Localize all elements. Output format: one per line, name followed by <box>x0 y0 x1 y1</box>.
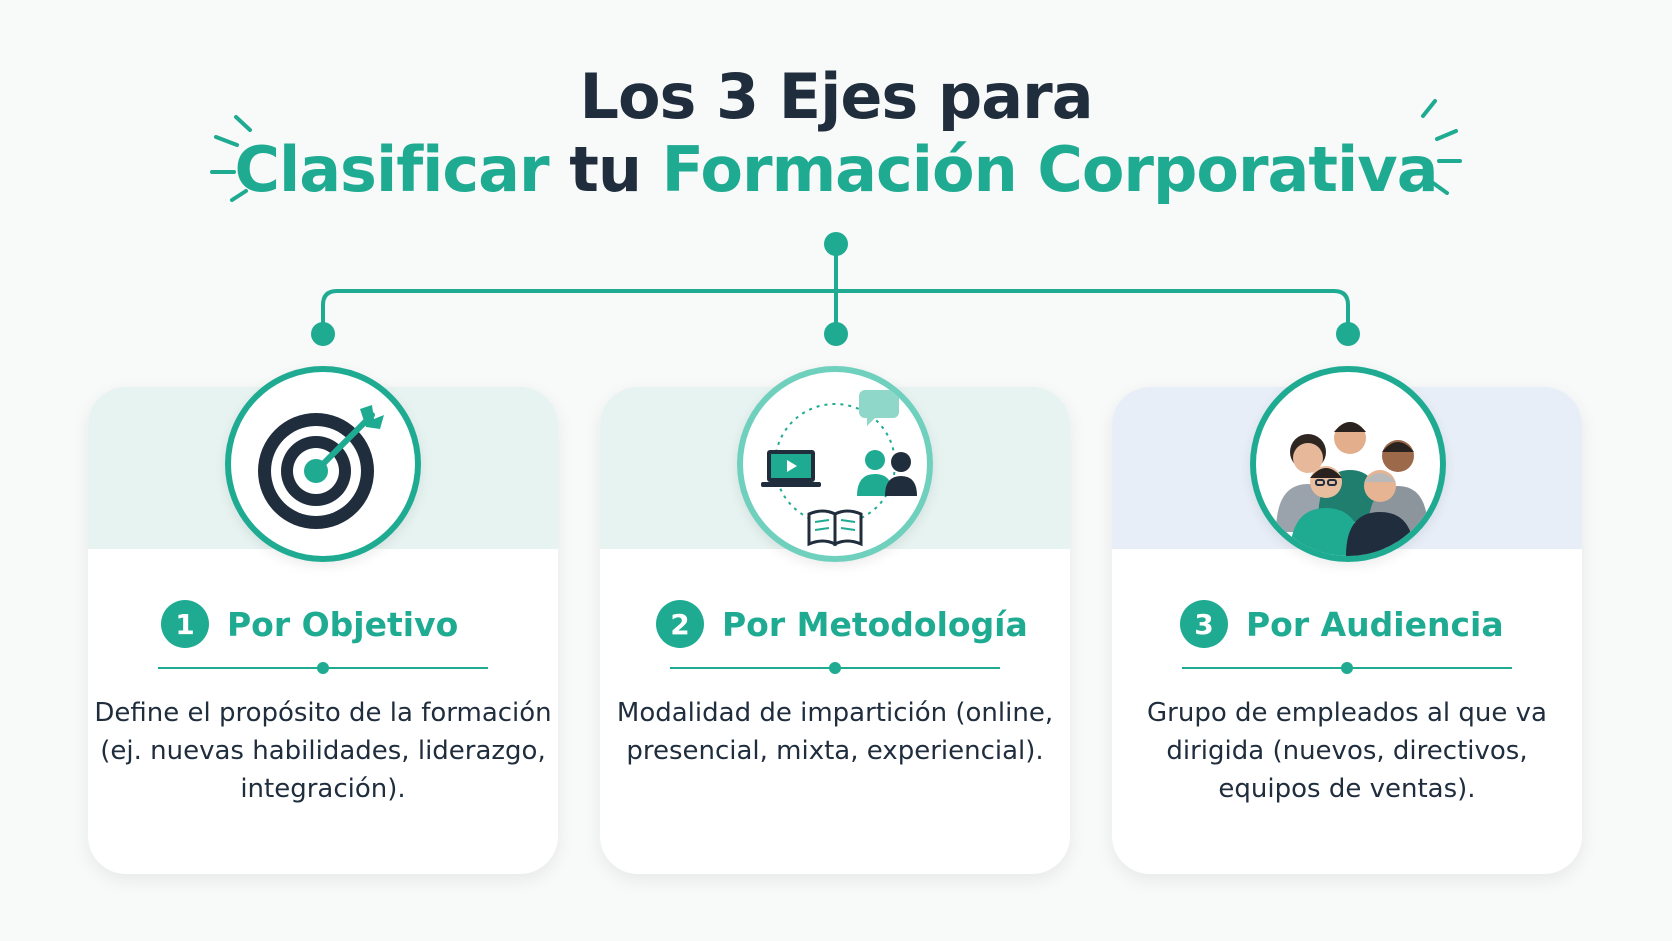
axis-title: Por Audiencia <box>1246 604 1504 644</box>
divider <box>1182 662 1512 674</box>
connector-node-top <box>824 232 848 256</box>
divider <box>158 662 488 674</box>
sparkle-left-icon <box>210 115 252 202</box>
axis-heading-audiencia: 3 Por Audiencia <box>1180 598 1504 650</box>
medal-metodologia <box>737 366 933 562</box>
connector-node-3 <box>1336 322 1360 346</box>
title-line-2: Clasificar tu Formación Corporativa <box>0 132 1672 208</box>
medal-audiencia <box>1250 366 1446 562</box>
medal-objetivo <box>225 366 421 562</box>
target-arrow-icon <box>258 405 384 529</box>
number-badge: 2 <box>656 600 704 648</box>
title-word-formacion: Formación Corporativa <box>661 133 1439 206</box>
axis-description: Define el propósito de la formación (ej.… <box>94 698 552 804</box>
axis-description: Grupo de empleados al que va dirigida (n… <box>1147 698 1547 804</box>
methodology-cycle-icon <box>761 390 917 547</box>
connector-branch <box>321 289 1350 334</box>
axis-title: Por Objetivo <box>227 604 459 644</box>
axis-heading-objetivo: 1 Por Objetivo <box>161 598 458 650</box>
sparkle-right-icon <box>1421 99 1462 195</box>
axis-description: Modalidad de impartición (online, presen… <box>616 698 1054 766</box>
number-badge: 1 <box>161 600 209 648</box>
axis-heading-metodologia: 2 Por Metodología <box>656 598 1028 650</box>
connector-node-2 <box>824 322 848 346</box>
number-badge: 3 <box>1180 600 1228 648</box>
axis-title: Por Metodología <box>722 604 1028 644</box>
divider <box>670 662 1000 674</box>
people-group-icon <box>1276 422 1428 556</box>
title-word-tu: tu <box>569 133 642 206</box>
connector-node-1 <box>311 322 335 346</box>
title-line-1: Los 3 Ejes para <box>579 60 1093 133</box>
title-word-clasificar: Clasificar <box>234 133 549 206</box>
diagram-title: Los 3 Ejes para Clasificar tu Formación … <box>0 62 1672 208</box>
